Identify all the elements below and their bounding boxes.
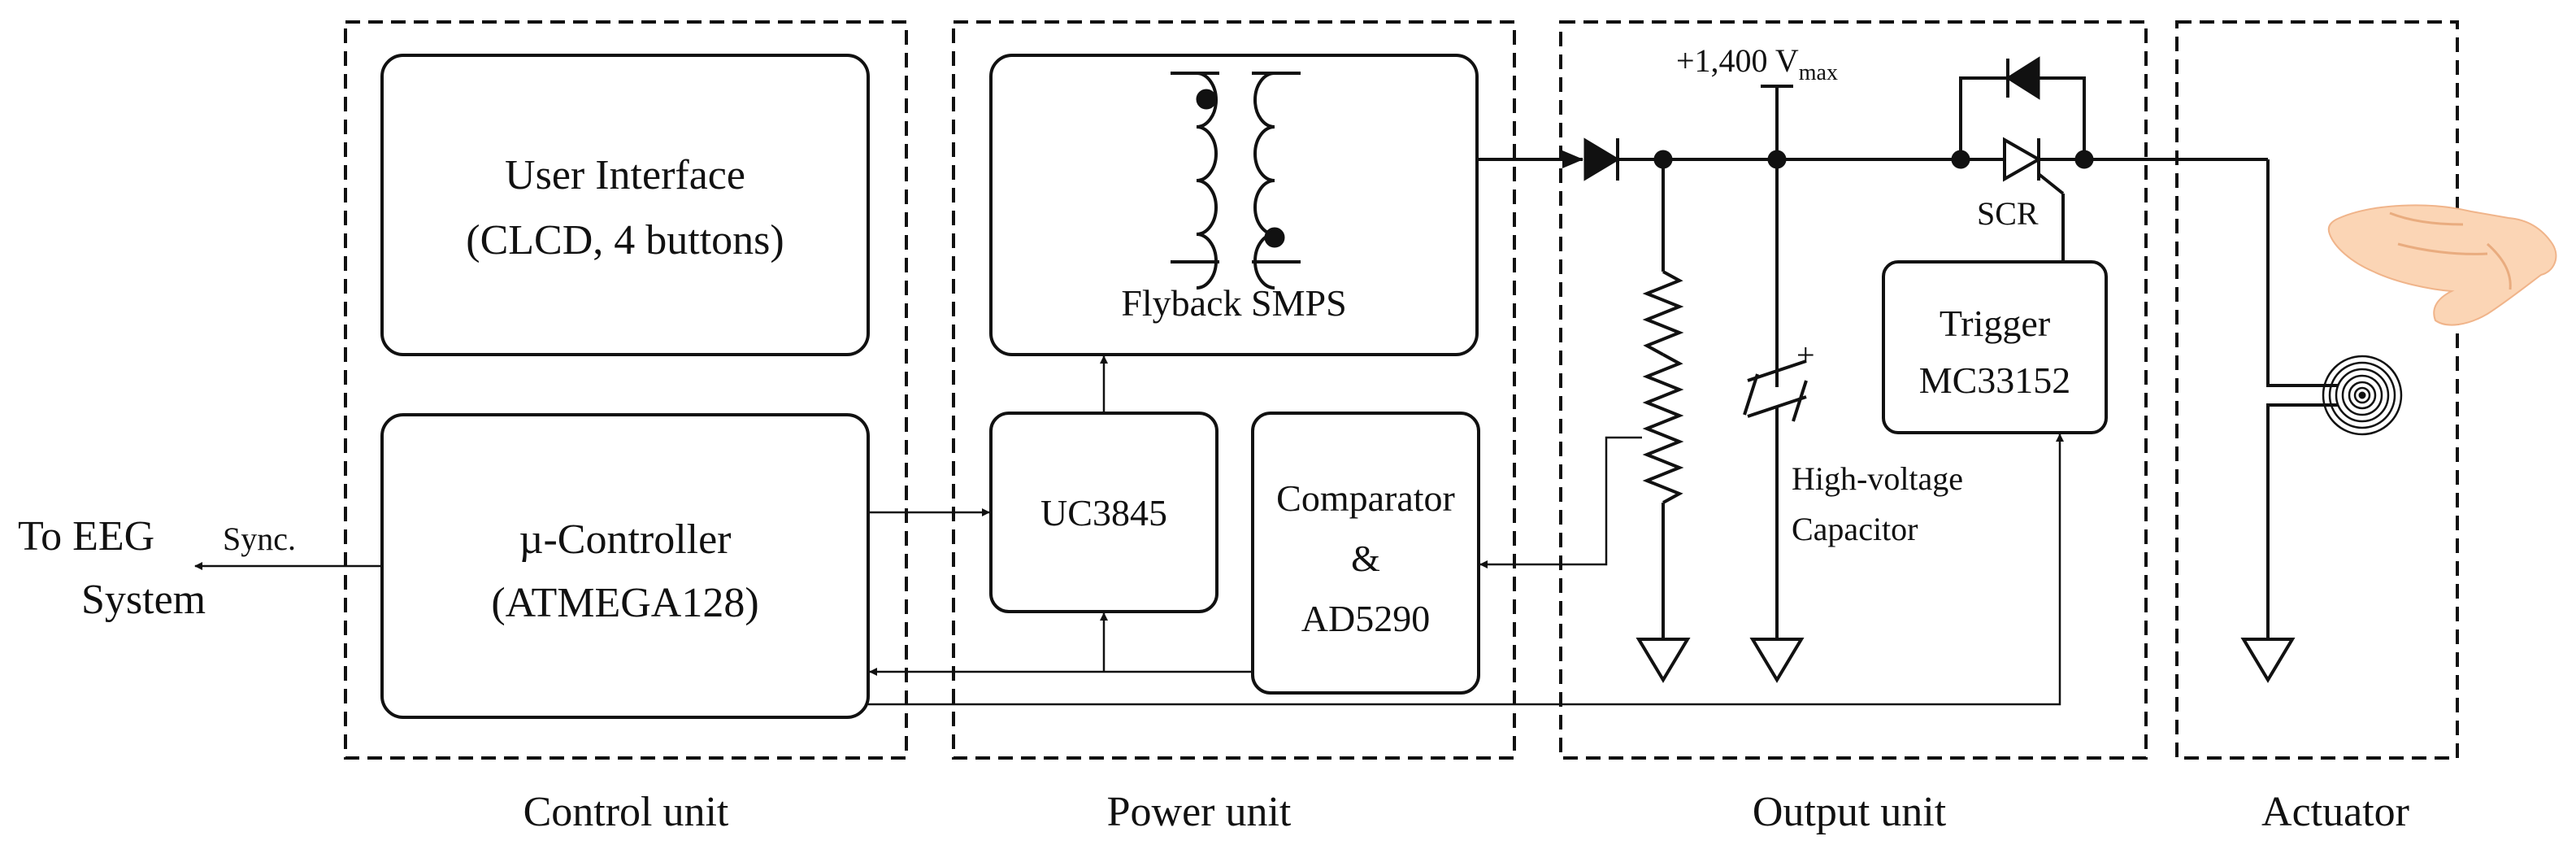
ad5290-label: AD5290	[1301, 598, 1430, 639]
actuator-group	[2175, 20, 2459, 760]
antiparallel-diode-icon	[2005, 56, 2040, 100]
output-unit-label: Output unit	[1753, 789, 1947, 835]
microcontroller-subtitle: (ATMEGA128)	[491, 580, 758, 626]
trigger-block	[1882, 260, 2108, 434]
user-interface-title: User Interface	[505, 152, 745, 198]
transformer-icon	[1171, 72, 1301, 290]
capacitor-label-line2: Capacitor	[1792, 511, 1918, 547]
control-unit-group	[344, 20, 908, 760]
trigger-label: Trigger	[1940, 303, 2050, 344]
hand-icon	[2327, 204, 2557, 326]
ground-actuator-icon	[2240, 638, 2296, 683]
voltage-label: +1,400 Vmax	[1676, 42, 1838, 85]
flyback-smps-block	[989, 54, 1479, 356]
microcontroller-title: µ-Controller	[519, 516, 731, 563]
divider-to-comparator-line	[1479, 436, 1642, 568]
capacitor-plus: +	[1796, 337, 1815, 373]
scr-label: SCR	[1977, 195, 2039, 232]
eeg-label-line2: System	[81, 577, 206, 623]
ground-divider-icon	[1636, 638, 1691, 683]
comparator-label: Comparator	[1276, 477, 1455, 519]
comparator-block	[1251, 412, 1480, 695]
capacitor-label-line1: High-voltage	[1792, 460, 1963, 497]
flyback-smps-label: Flyback SMPS	[1121, 282, 1346, 324]
actuator-label: Actuator	[2261, 789, 2409, 835]
power-unit-group	[952, 20, 1516, 760]
user-interface-subtitle: (CLCD, 4 buttons)	[466, 217, 784, 264]
uc3845-label: UC3845	[1040, 492, 1167, 534]
power-unit-label: Power unit	[1107, 789, 1292, 835]
rectifier-diode-icon	[1583, 137, 1620, 181]
sync-label: Sync.	[223, 521, 296, 557]
resistor-bottom-icon	[1642, 353, 1684, 504]
node-4	[2074, 150, 2094, 169]
ground-capacitor-icon	[1749, 638, 1805, 683]
scr-icon	[2003, 137, 2065, 195]
user-interface-block	[380, 54, 870, 356]
trigger-ic-label: MC33152	[1919, 359, 2071, 401]
mcu-to-trigger-line	[868, 433, 2064, 706]
eeg-label-line1: To EEG	[18, 513, 154, 560]
comparator-ampersand: &	[1351, 538, 1380, 579]
microcontroller-block	[380, 413, 870, 719]
resistor-top-icon	[1642, 270, 1684, 356]
control-unit-label: Control unit	[523, 789, 729, 835]
stimulation-coil-icon	[2322, 355, 2403, 436]
